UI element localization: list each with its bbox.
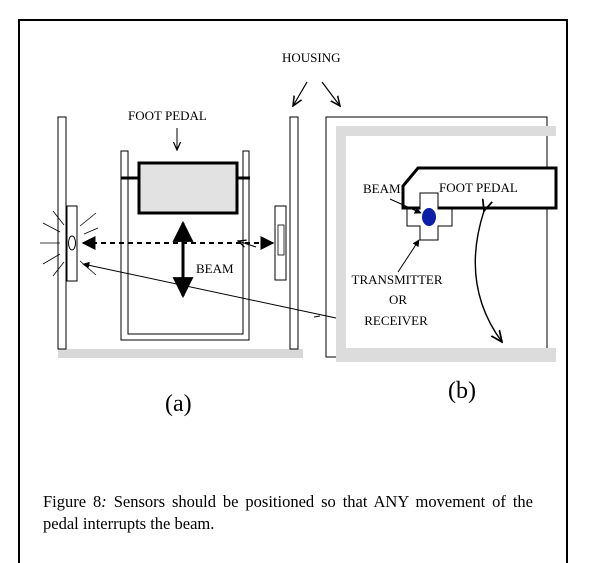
housing-right-wall [289, 116, 299, 350]
foot-pedal-a [137, 161, 239, 215]
panel-a: FOOT PEDAL BEAM (a) [40, 108, 303, 417]
pedal-swing-arrow [474, 211, 502, 342]
caption-text: Sensors should be positioned so that ANY… [43, 492, 533, 533]
panel-b: BEAM FOOT PEDAL TRANSMITTER OR RECEIVER … [325, 116, 558, 404]
caption-separator: : [101, 492, 107, 511]
label-subfigure-b: (b) [448, 378, 476, 404]
label-receiver: RECEIVER [364, 313, 428, 328]
foot-pedal-b [401, 166, 558, 210]
housing-left-wall [57, 116, 67, 350]
pedal-well [120, 150, 250, 341]
label-foot-pedal-a: FOOT PEDAL [128, 108, 207, 123]
housing-pointers [293, 81, 340, 106]
figure-frame [18, 19, 568, 563]
label-subfigure-a: (a) [165, 391, 192, 417]
beam-dot-b [422, 208, 436, 226]
label-transmitter: TRANSMITTER [352, 272, 443, 287]
figure-caption: Figure 8: Sensors should be positioned s… [43, 491, 533, 535]
caption-figure-number: Figure 8 [43, 492, 102, 511]
housing-base-a [58, 349, 303, 358]
label-housing: HOUSING [282, 50, 341, 65]
label-foot-pedal-b: FOOT PEDAL [439, 180, 518, 195]
sensor-left-lens [68, 235, 76, 251]
label-or: OR [389, 292, 407, 307]
transmitter-leader [82, 261, 337, 319]
label-beam-b: BEAM [363, 181, 401, 196]
label-beam-a: BEAM [196, 261, 234, 276]
